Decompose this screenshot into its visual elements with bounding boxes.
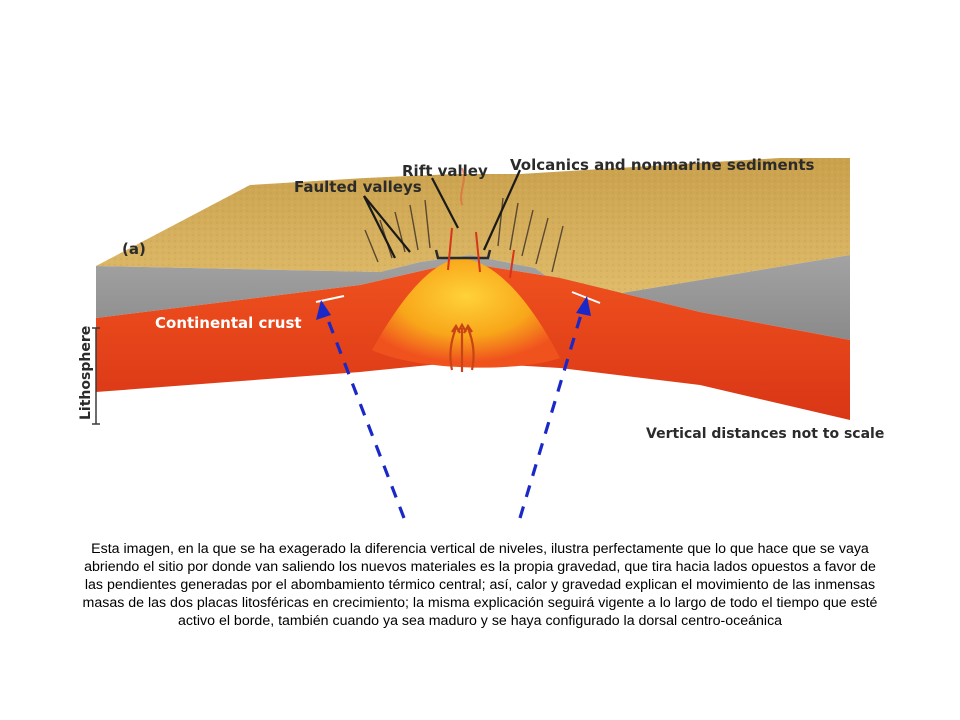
label-lithosphere: Lithosphere	[78, 326, 94, 420]
label-scale-note: Vertical distances not to scale	[646, 426, 884, 442]
caption-text: Esta imagen, en la que se ha exagerado l…	[82, 541, 878, 629]
continental-crust	[96, 255, 850, 340]
label-rift-valley: Rift valley	[402, 162, 488, 180]
volcano-smoke	[460, 167, 465, 206]
motion-indicators	[315, 291, 601, 304]
label-volcanics: Volcanics and nonmarine sediments	[510, 156, 815, 174]
heat-arrows	[449, 322, 475, 372]
rift-graben	[434, 249, 492, 260]
pointer-arrowheads	[316, 296, 591, 320]
panel-label: (a)	[122, 240, 146, 258]
dikes	[447, 227, 515, 279]
label-faulted-valleys: Faulted valleys	[294, 178, 422, 196]
left-arrowhead	[316, 300, 331, 320]
land-surface-texture	[96, 158, 850, 300]
left-pointer-arrow	[323, 311, 406, 519]
lithosphere-bracket	[92, 327, 100, 425]
label-continental-crust: Continental crust	[155, 314, 302, 332]
magma-plume	[372, 258, 560, 368]
right-pointer-arrow	[518, 307, 585, 519]
right-arrowhead	[576, 296, 591, 316]
pointer-arrows	[323, 307, 585, 519]
leader-lines	[363, 169, 522, 259]
